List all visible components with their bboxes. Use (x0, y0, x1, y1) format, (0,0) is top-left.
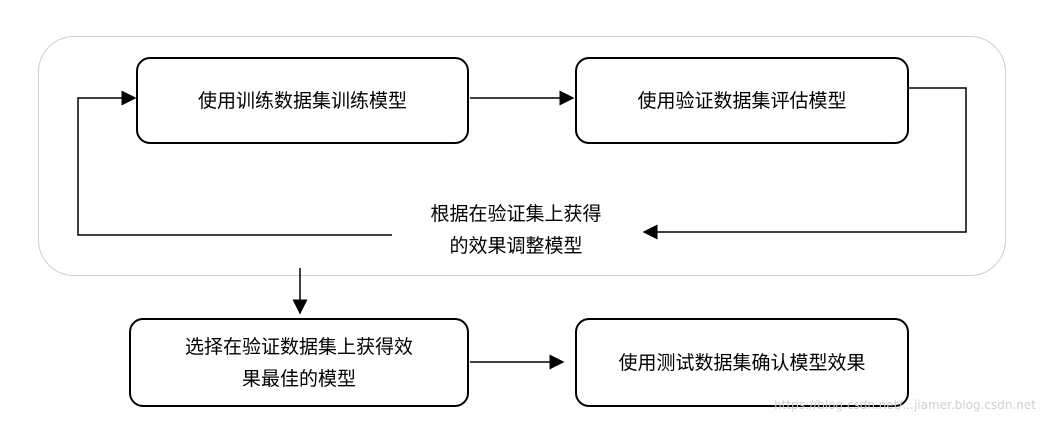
node-test-model-label: 使用测试数据集确认模型效果 (618, 351, 866, 374)
node-adjust-model-line1: 根据在验证集上获得 (430, 203, 602, 225)
node-select-line1: 选择在验证数据集上获得效 (184, 335, 413, 358)
watermark: https://blog.csdn.net/...jiamer.blog.csd… (774, 398, 1036, 412)
node-select-line2: 果最佳的模型 (241, 367, 356, 390)
node-select-best-model: 选择在验证数据集上获得效 果最佳的模型 (129, 318, 469, 407)
arrow-validate-to-adjust (642, 87, 967, 240)
node-validate-model: 使用验证数据集评估模型 (575, 57, 909, 144)
node-validate-model-label: 使用验证数据集评估模型 (637, 89, 847, 112)
arrow-adjust-to-train (77, 90, 392, 236)
node-adjust-model: 根据在验证集上获得 的效果调整模型 (392, 198, 640, 262)
node-test-model: 使用测试数据集确认模型效果 (575, 318, 909, 407)
node-train-model: 使用训练数据集训练模型 (136, 57, 469, 144)
node-adjust-model-line2: 的效果调整模型 (449, 235, 583, 257)
node-train-model-label: 使用训练数据集训练模型 (197, 89, 407, 112)
